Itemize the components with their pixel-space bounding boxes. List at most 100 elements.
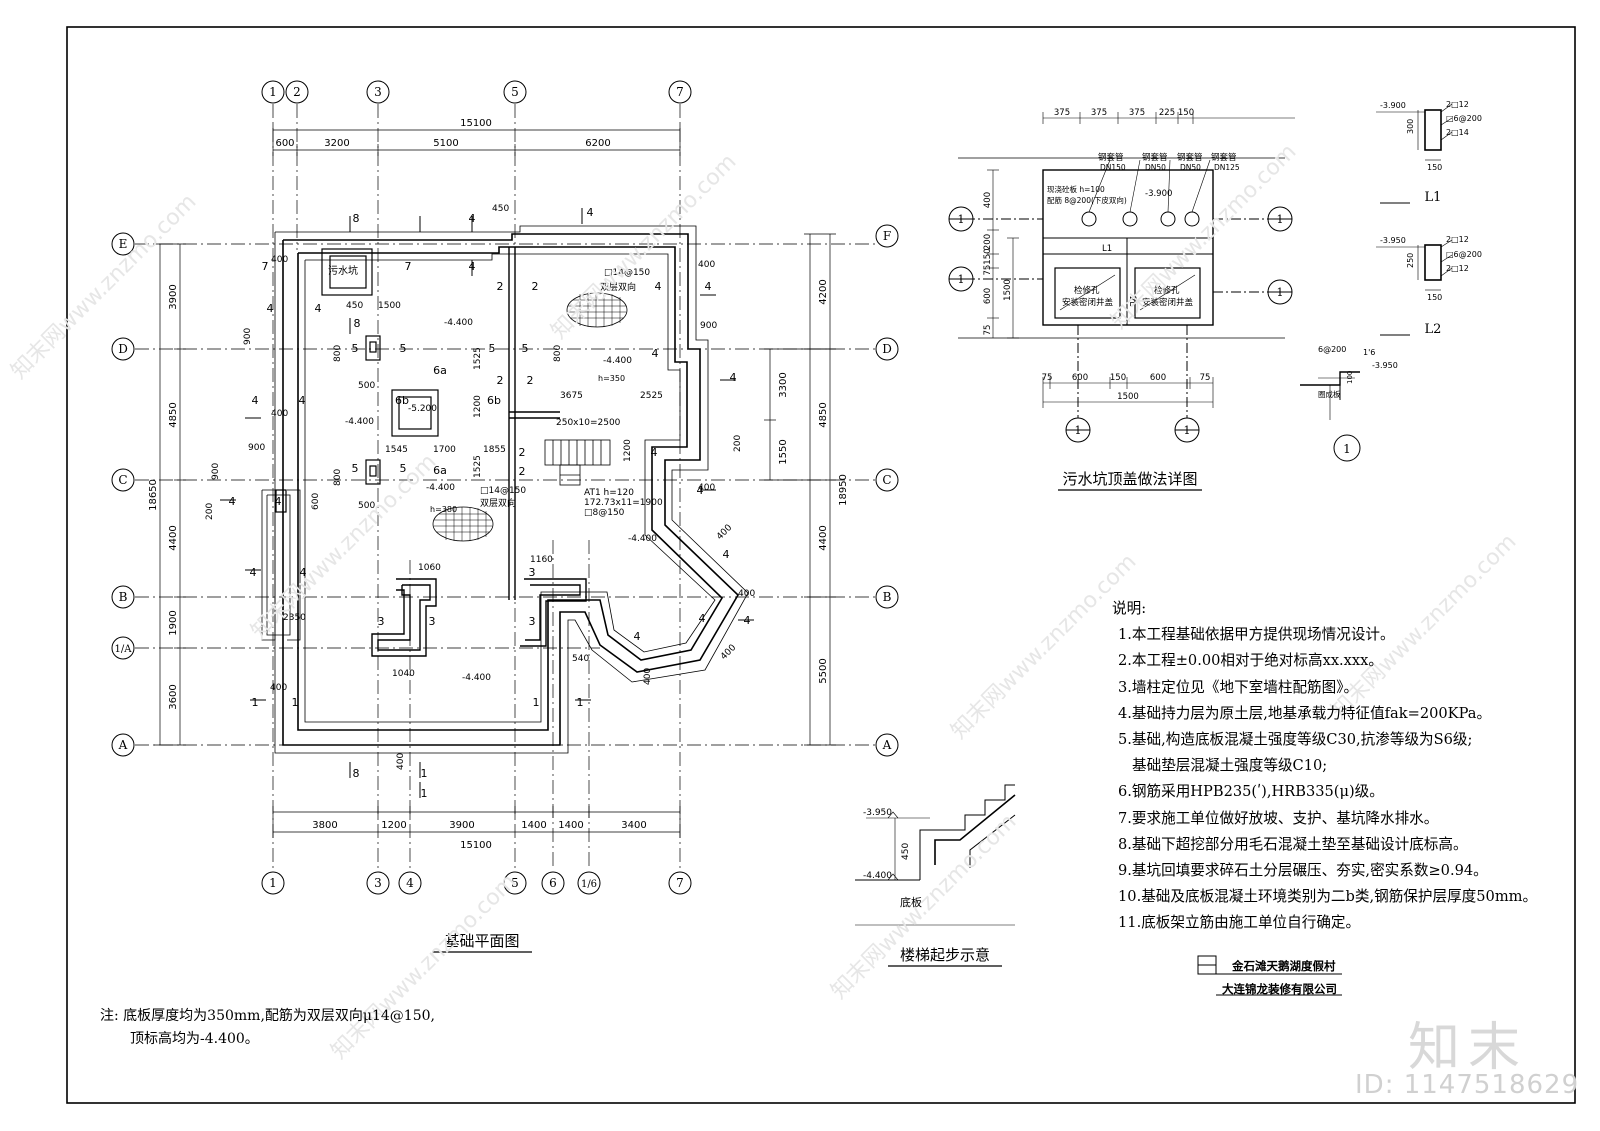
svg-text:3600: 3600	[168, 684, 179, 709]
svg-text:1060: 1060	[418, 563, 441, 573]
svg-text:7: 7	[262, 260, 269, 273]
svg-text:1200: 1200	[623, 439, 633, 462]
svg-text:1200: 1200	[381, 820, 406, 831]
footnote-line-2: 顶标高均为-4.400。	[130, 1031, 259, 1047]
svg-text:172.73x11=1900: 172.73x11=1900	[584, 498, 663, 508]
svg-text:4: 4	[299, 394, 306, 407]
note-item: 基础垫层混凝土强度等级C10;	[1132, 757, 1328, 775]
axis-left-d: D	[118, 342, 128, 356]
svg-text:现浇砼板 h=100: 现浇砼板 h=100	[1047, 184, 1105, 194]
svg-text:3: 3	[529, 615, 536, 628]
svg-text:3400: 3400	[621, 820, 646, 831]
svg-text:1400: 1400	[521, 820, 546, 831]
svg-text:配筋 8@200(下皮双向): 配筋 8@200(下皮双向)	[1047, 195, 1127, 205]
svg-text:400: 400	[983, 192, 993, 208]
note-item: 3.墙柱定位见《地下室墙柱配筋图》。	[1118, 678, 1359, 696]
svg-text:1855: 1855	[483, 445, 506, 455]
sump-axis-right-2: 1	[1277, 286, 1284, 299]
svg-text:4: 4	[250, 566, 257, 579]
note-item: 6.钢筋采用HPB235(ʹ),HRB335(μ)级。	[1118, 783, 1384, 801]
note-item: 7.要求施工单位做好放坡、支护、基坑降水排水。	[1118, 809, 1439, 827]
svg-text:4: 4	[730, 371, 737, 384]
svg-text:75: 75	[983, 325, 993, 336]
svg-text:800: 800	[333, 345, 343, 362]
svg-text:5: 5	[400, 462, 407, 475]
svg-text:1: 1	[421, 787, 428, 800]
svg-text:钢套管: 钢套管	[1098, 152, 1124, 163]
svg-text:6b: 6b	[487, 394, 501, 407]
svg-text:5: 5	[400, 342, 407, 355]
svg-text:AT1 h=120: AT1 h=120	[584, 488, 634, 498]
sump-axis-right-1: 1	[1277, 213, 1284, 226]
svg-text:DN50: DN50	[1145, 163, 1166, 172]
axis-bottom-4: 4	[406, 876, 414, 890]
svg-text:4: 4	[652, 347, 659, 360]
svg-text:400: 400	[715, 523, 734, 542]
axis-bottom-7: 7	[676, 876, 684, 890]
svg-text:1900: 1900	[168, 610, 179, 635]
svg-text:400: 400	[643, 668, 653, 685]
svg-text:4: 4	[723, 548, 730, 561]
svg-text:450: 450	[492, 204, 509, 214]
svg-text:3300: 3300	[778, 372, 789, 397]
note-item: 1.本工程基础依据甲方提供现场情况设计。	[1118, 626, 1395, 644]
svg-text:300: 300	[1406, 119, 1415, 134]
axis-top-7: 7	[676, 85, 684, 99]
svg-text:1550: 1550	[778, 439, 789, 464]
svg-text:1: 1	[533, 696, 540, 709]
svg-text:150: 150	[1427, 163, 1442, 172]
sump-axis-bottom-1: 1	[1075, 424, 1082, 437]
title-block-mark	[1197, 955, 1342, 996]
axis-bottom-1-6: 1/6	[581, 879, 597, 890]
svg-text:150: 150	[1427, 293, 1442, 302]
beam-section-labels: -3.900 2□12 □6@200 2□14 300 150 -3.950 2…	[1318, 100, 1482, 399]
svg-text:250x10=2500: 250x10=2500	[556, 418, 621, 428]
svg-text:400: 400	[698, 260, 715, 270]
svg-text:4850: 4850	[818, 402, 829, 427]
svg-text:4: 4	[705, 280, 712, 293]
svg-text:600: 600	[311, 493, 321, 510]
axis-left-1a: 1/A	[115, 644, 133, 655]
svg-text:知末网www.znzmo.com: 知末网www.znzmo.com	[1107, 139, 1302, 334]
stair-elev-top: -3.950	[863, 808, 892, 818]
svg-text:-3.900: -3.900	[1380, 101, 1406, 110]
svg-text:1200: 1200	[473, 395, 483, 418]
svg-text:900: 900	[211, 463, 221, 480]
axis-top-5: 5	[511, 85, 519, 99]
axis-bubbles	[111, 80, 899, 895]
stair-detail-title: 楼梯起步示意	[900, 946, 990, 964]
note-item: 5.基础,构造底板混凝土强度等级C30,抗渗等级为S6级;	[1118, 731, 1473, 749]
svg-text:钢套管: 钢套管	[1211, 152, 1237, 163]
svg-text:2□12: 2□12	[1446, 100, 1469, 109]
svg-text:225: 225	[1159, 108, 1175, 118]
svg-text:3800: 3800	[312, 820, 337, 831]
svg-text:400: 400	[271, 409, 288, 419]
design-notes: 说明: 1.本工程基础依据甲方提供现场情况设计。 2.本工程±0.00相对于绝对…	[1112, 596, 1537, 937]
note-item: 9.基坑回填要求碎石土分层碾压、夯实,密实系数≥0.94。	[1118, 862, 1488, 880]
watermark-logo: 知末	[1408, 1018, 1529, 1078]
sump-axis-left-2: 1	[958, 273, 965, 286]
svg-text:900: 900	[243, 328, 253, 345]
svg-text:5: 5	[489, 342, 496, 355]
svg-text:检修孔: 检修孔	[1154, 285, 1180, 296]
svg-text:600: 600	[983, 288, 993, 304]
svg-text:75150: 75150	[983, 248, 993, 275]
svg-text:600: 600	[275, 138, 294, 149]
svg-text:2□12: 2□12	[1446, 264, 1469, 273]
svg-text:-4.400: -4.400	[444, 318, 473, 328]
axis-top-2: 2	[293, 85, 301, 99]
beam-l2-title: L2	[1425, 322, 1442, 337]
svg-text:DN50: DN50	[1180, 163, 1201, 172]
svg-text:400: 400	[738, 589, 755, 599]
svg-text:400: 400	[271, 255, 288, 265]
svg-text:250: 250	[1406, 253, 1415, 268]
svg-text:2□14: 2□14	[1446, 128, 1469, 137]
svg-text:□14@150: □14@150	[480, 486, 526, 496]
svg-text:400: 400	[719, 643, 738, 662]
svg-text:500: 500	[358, 501, 375, 511]
svg-text:-4.400: -4.400	[628, 534, 657, 544]
svg-text:-3.900: -3.900	[1145, 189, 1172, 199]
svg-text:400: 400	[270, 683, 287, 693]
svg-text:DN125: DN125	[1214, 163, 1240, 172]
